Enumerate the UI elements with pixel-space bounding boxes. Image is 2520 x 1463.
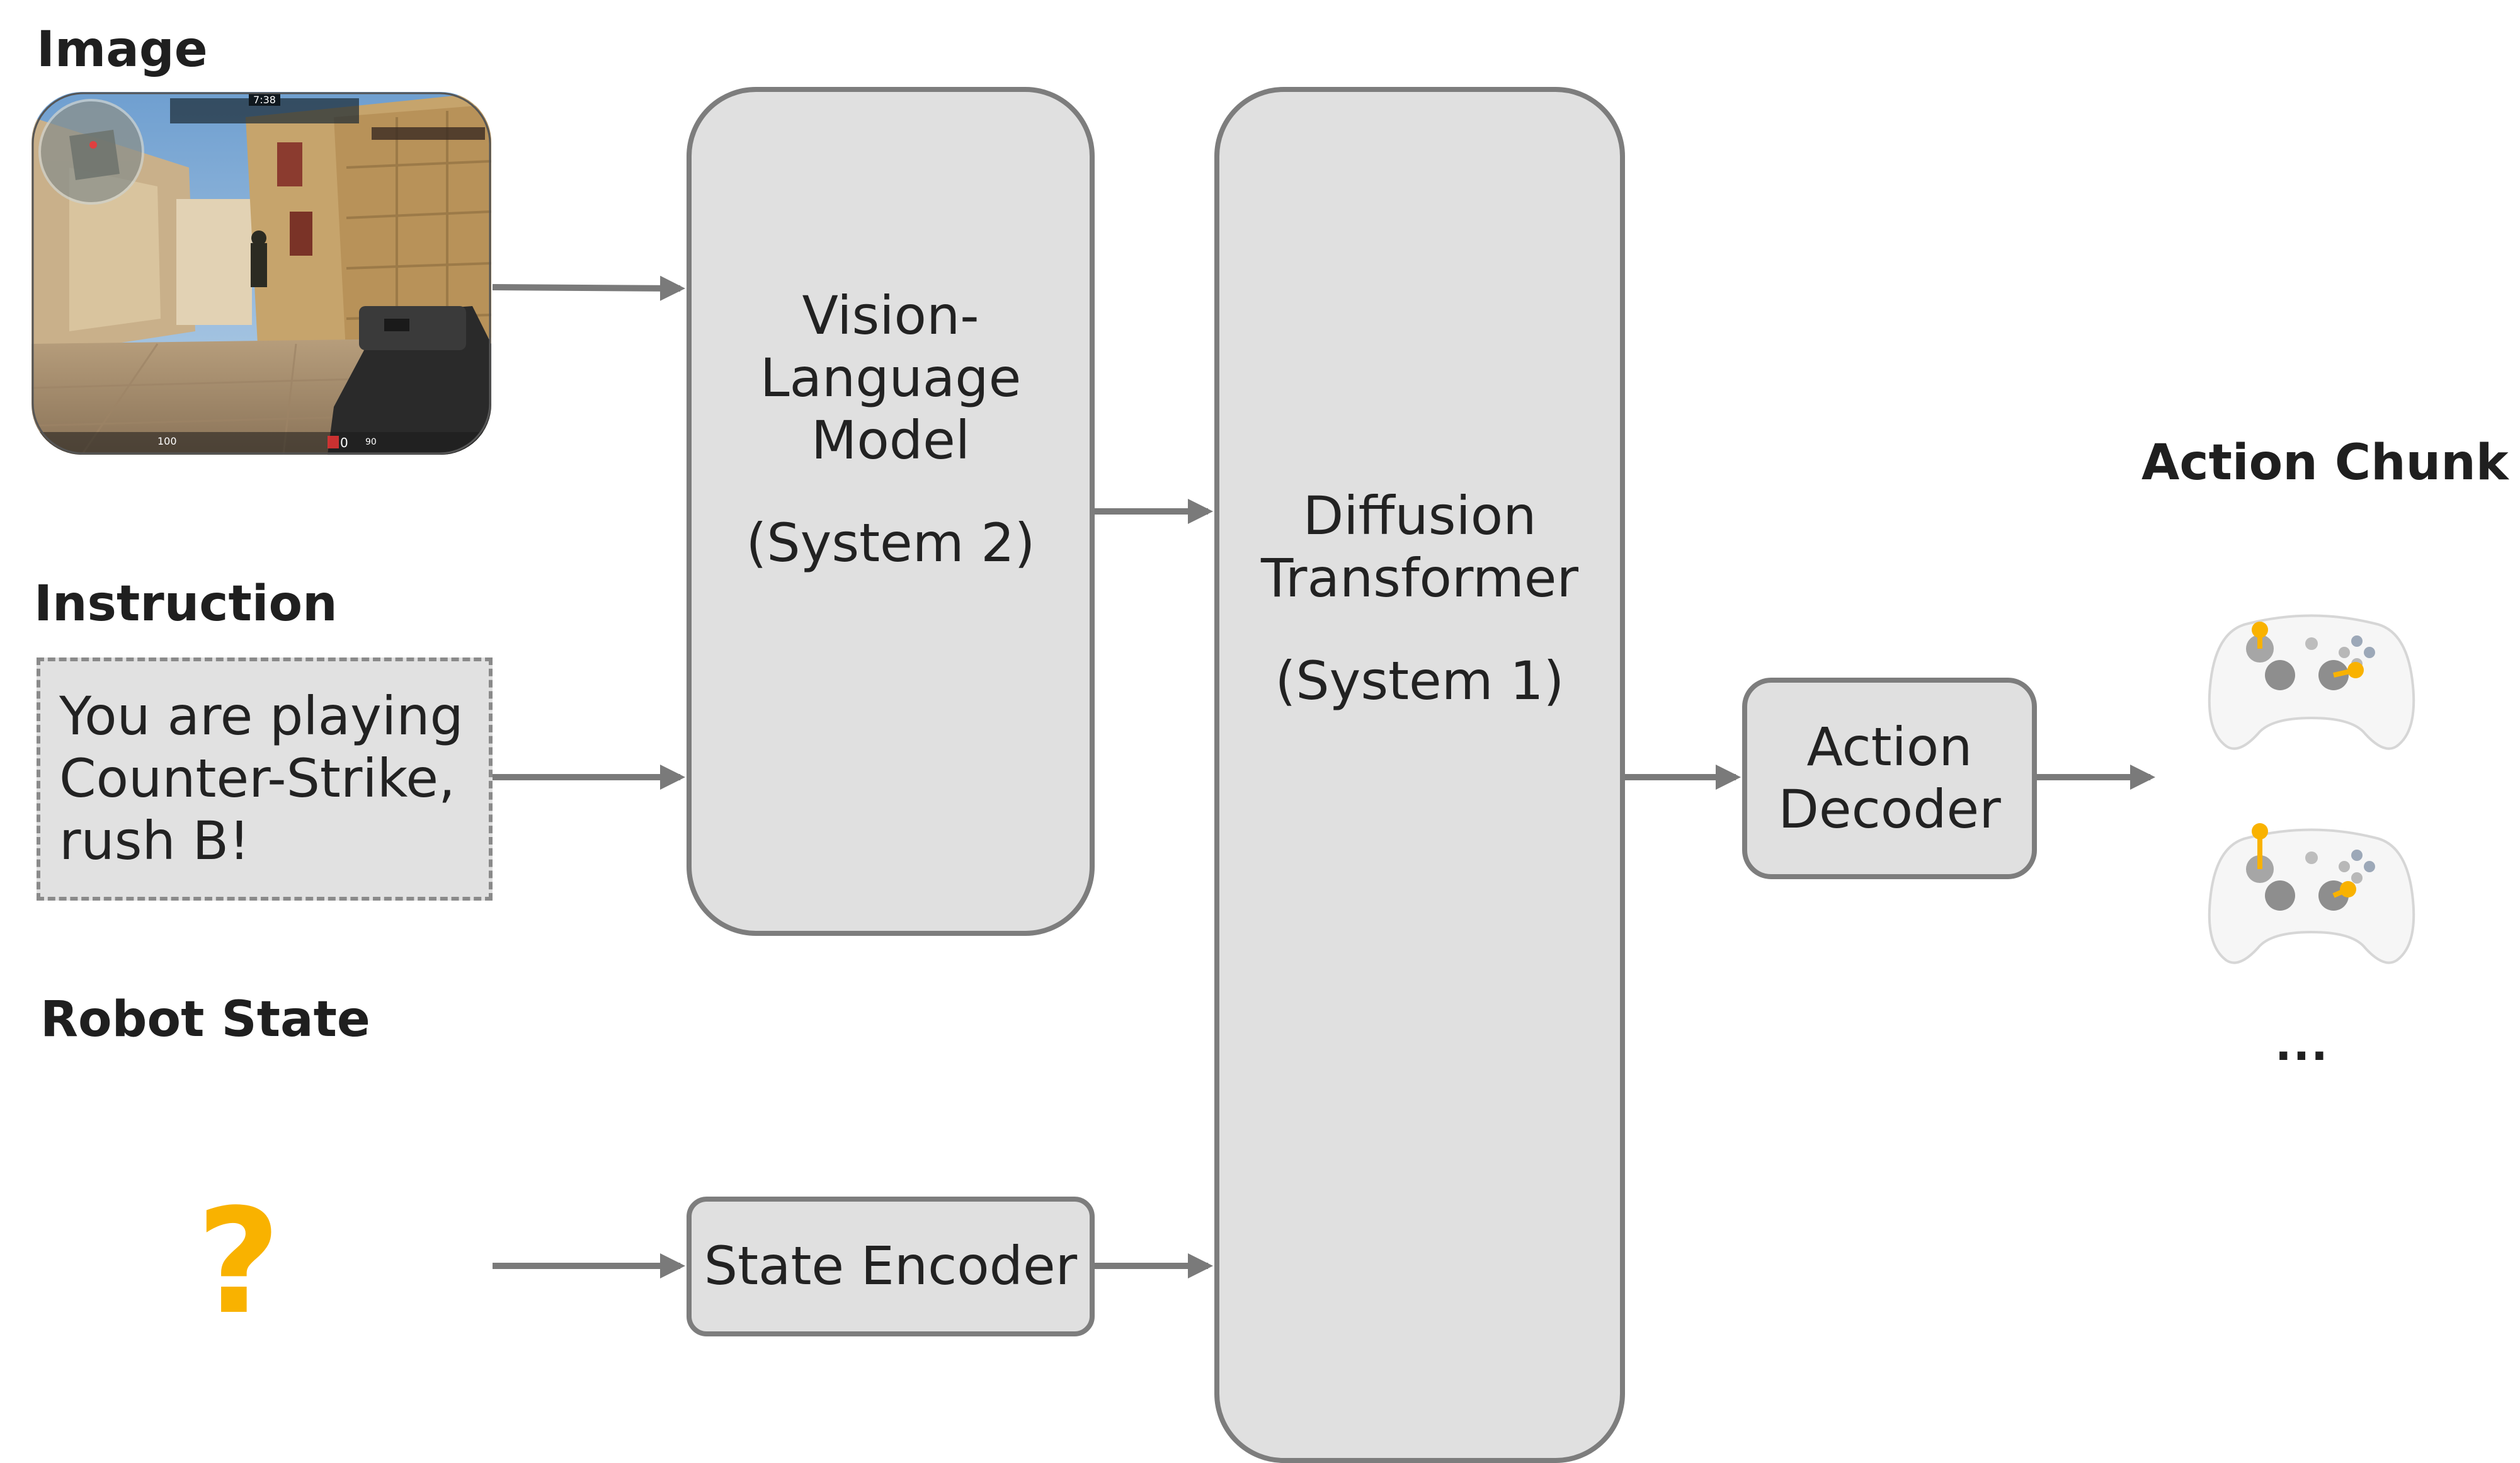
action-chunk-heading: Action Chunk [2141,435,2509,491]
diffusion-transformer-block: Diffusion Transformer (System 1) [1214,87,1625,1463]
vision-language-model-block: Vision- Language Model (System 2) [687,87,1095,936]
dit-system-label: (System 1) [1275,650,1565,712]
state-encoder-block: State Encoder [687,1197,1095,1336]
instruction-line-3: rush B! [59,810,250,872]
action-decoder-block: Action Decoder [1742,678,2037,879]
action-decoder-line-2: Decoder [1778,778,2001,840]
gamepad-icon [2208,823,2415,964]
gamepad-icon [2208,614,2415,750]
hud-ammo-reserve: 90 [365,437,377,447]
instruction-heading: Instruction [34,576,338,632]
robot-state-heading: Robot State [40,991,370,1048]
hud-timer: 7:38 [253,94,276,106]
dit-line-1: Diffusion [1303,484,1537,547]
vlm-line-3: Model [811,409,971,471]
action-decoder-line-1: Action [1806,715,1973,778]
hud-ammo: 0 [340,435,348,450]
instruction-line-1: You are playing [59,685,464,747]
arrow-image-to-vlm [492,275,685,301]
instruction-line-2: Counter-Strike, [59,748,455,810]
vlm-line-2: Language [760,346,1022,409]
dit-line-2: Transformer [1260,547,1579,609]
robot-state-question-icon: ? [197,1178,281,1346]
vlm-system-label: (System 2) [746,512,1035,574]
image-heading: Image [37,21,208,78]
action-chunk-ellipsis: ... [2275,1019,2329,1071]
hud-health: 100 [157,435,177,447]
state-encoder-label: State Encoder [704,1235,1078,1297]
instruction-box: You are playing Counter-Strike, rush B! [37,657,493,901]
vlm-line-1: Vision- [802,284,979,346]
game-screenshot-image: 7:38 100 0 90 [31,92,491,455]
